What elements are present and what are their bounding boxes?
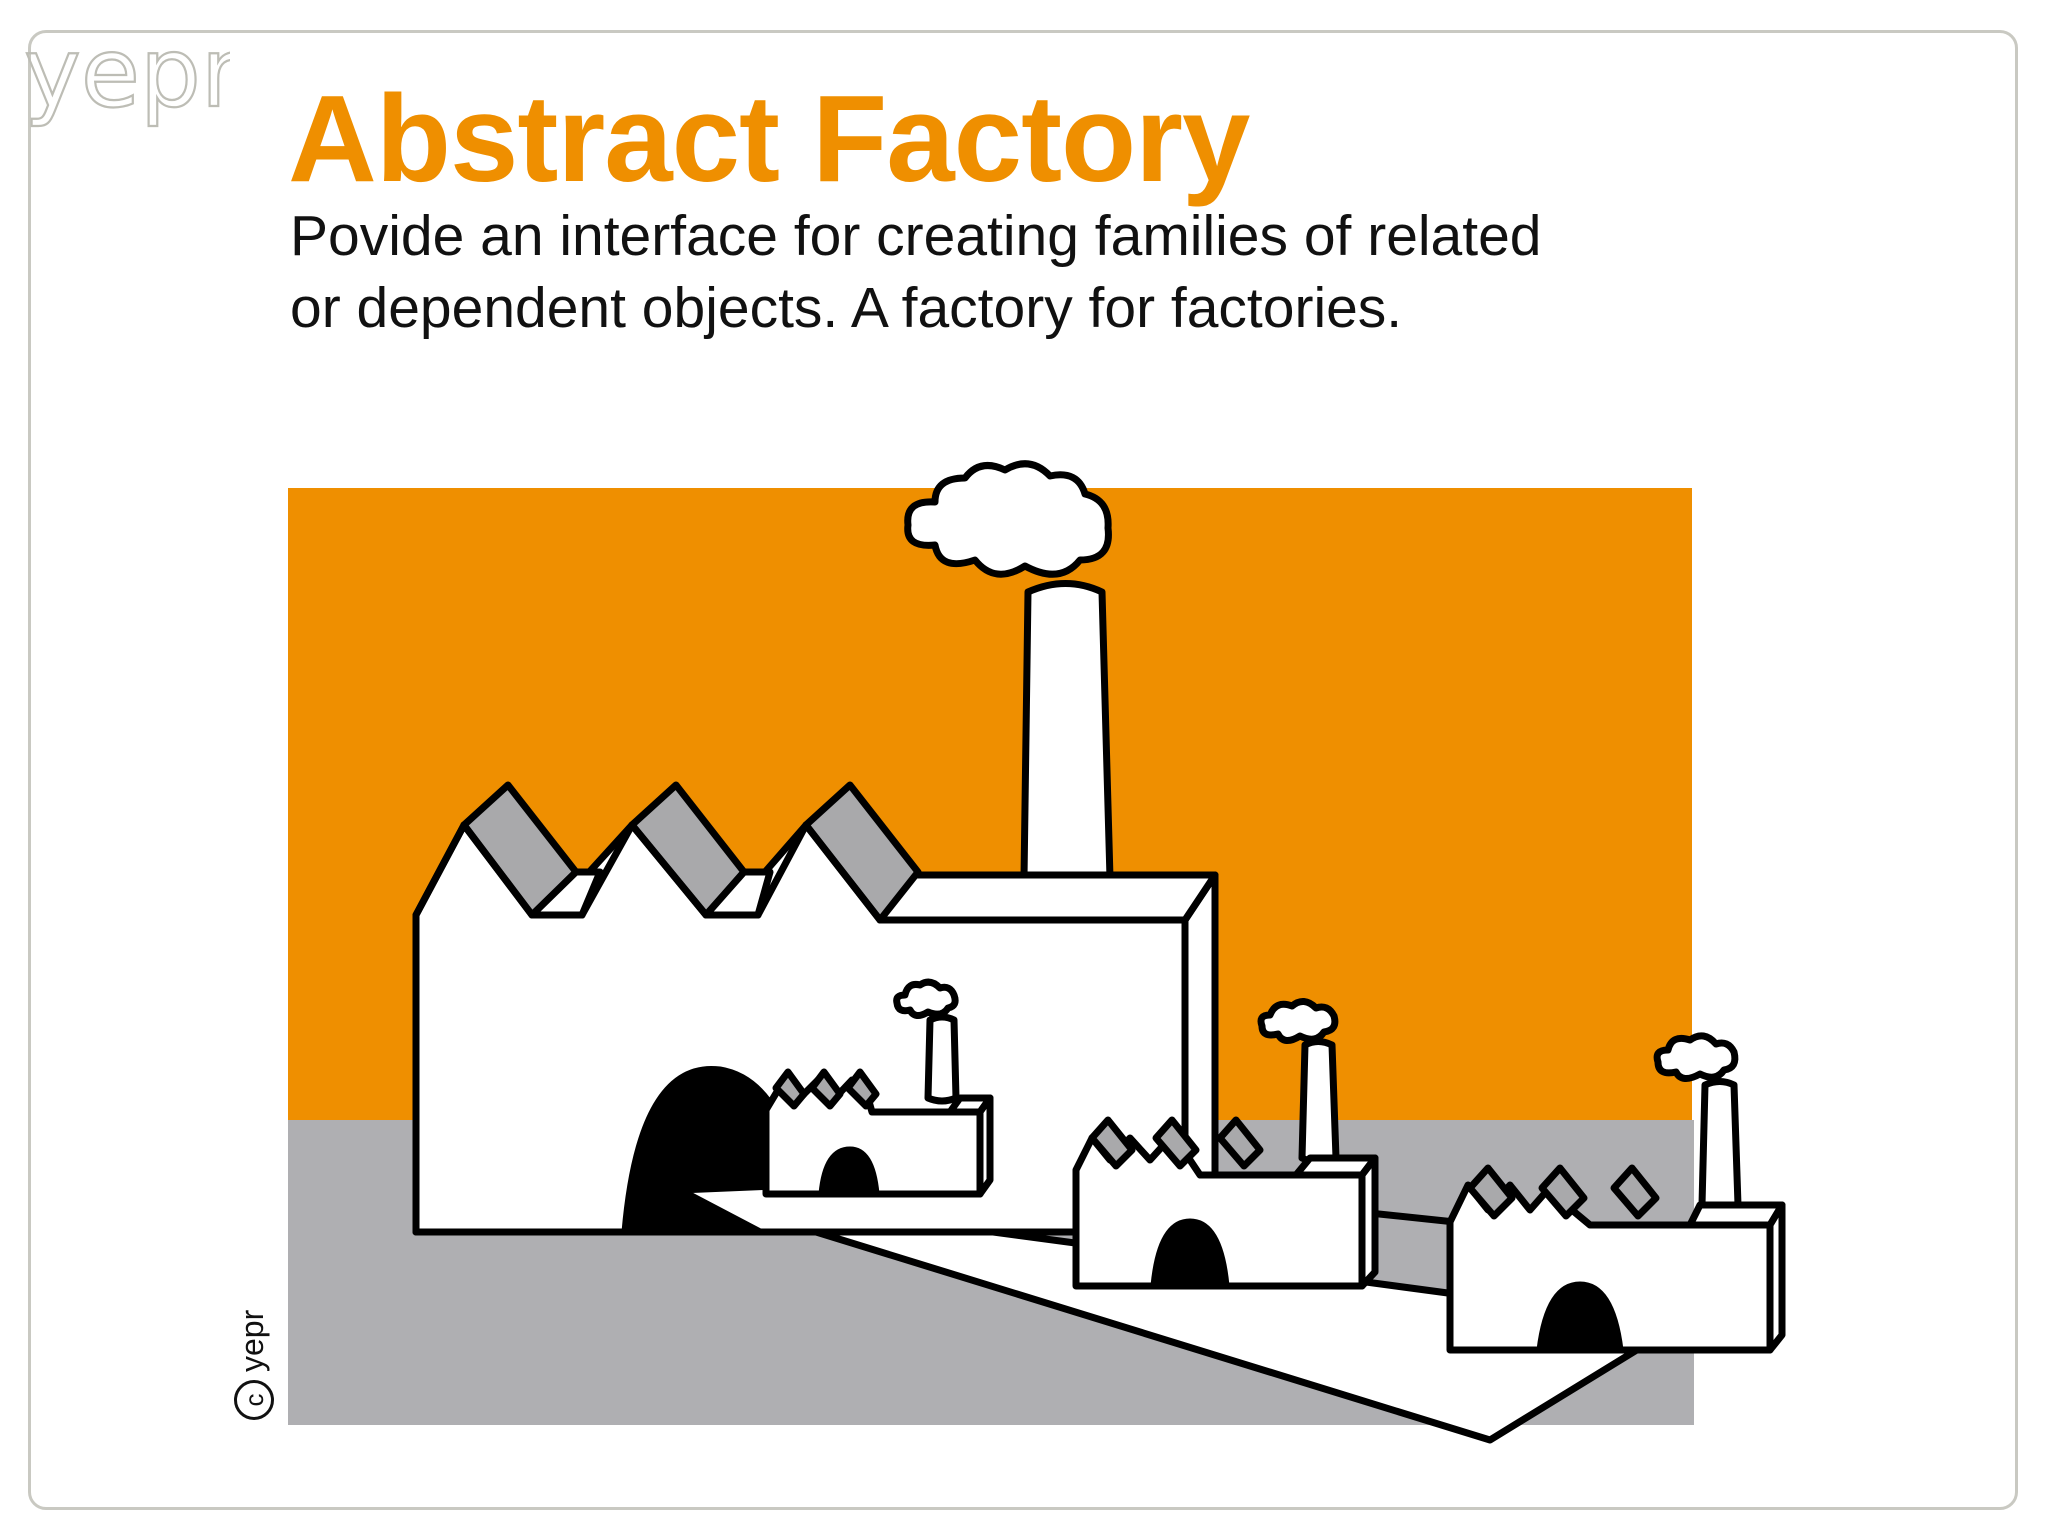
- small-factory-icon-2: [1072, 998, 1379, 1290]
- small-factory-icon-3: [1446, 1032, 1786, 1354]
- main-smoke-cloud-icon: [904, 460, 1112, 578]
- smoke-cloud-icon-1: [893, 978, 959, 1019]
- copyright-notice: c yepr: [234, 1310, 274, 1420]
- copyright-symbol: c: [234, 1380, 274, 1420]
- page-title: Abstract Factory: [288, 71, 1250, 208]
- copyright-text: yepr: [234, 1309, 270, 1372]
- smoke-cloud-icon-3: [1653, 1032, 1739, 1082]
- small-factory-icon-1: [762, 978, 994, 1198]
- main-chimney-icon: [1020, 580, 1114, 894]
- subtitle-line-2: or dependent objects. A factory for fact…: [290, 276, 1403, 340]
- yepr-logo: yepr: [23, 18, 230, 128]
- subtitle: Povide an interface for creating familie…: [290, 200, 1690, 344]
- subtitle-line-1: Povide an interface for creating familie…: [290, 204, 1542, 268]
- smoke-cloud-icon-2: [1257, 998, 1339, 1044]
- logo-text: yepr: [24, 18, 230, 128]
